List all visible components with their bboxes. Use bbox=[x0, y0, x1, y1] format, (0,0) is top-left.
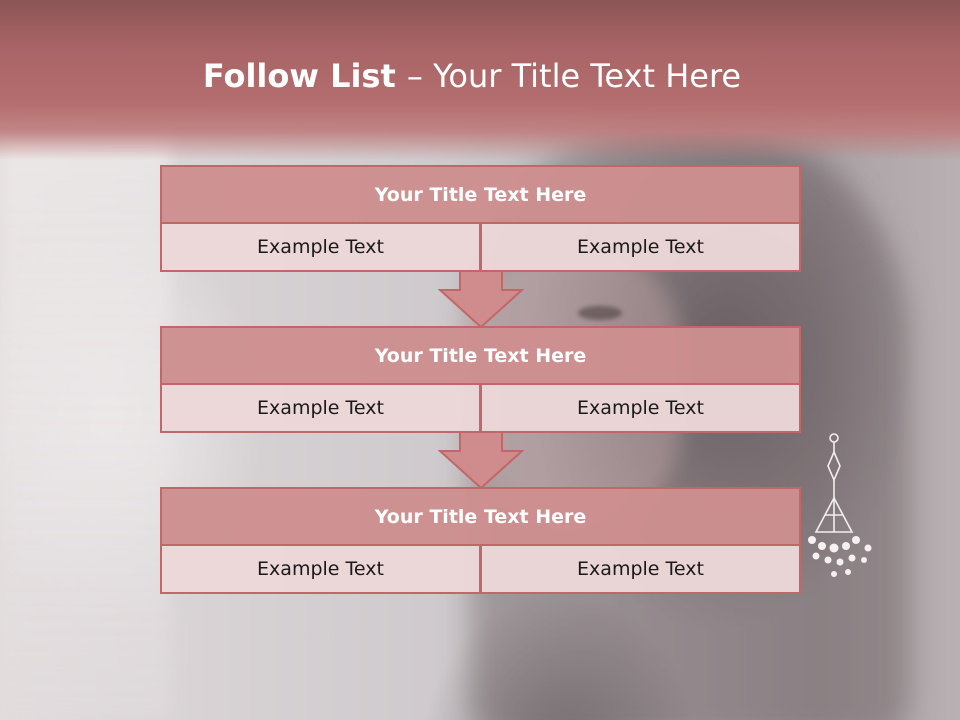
earring-icon bbox=[808, 433, 872, 577]
flow-step-3: Your Title Text Here Example Text Exampl… bbox=[160, 487, 801, 594]
step-cell-left: Example Text bbox=[160, 544, 481, 594]
slide-title-bold: Follow List bbox=[202, 57, 407, 95]
down-arrow-icon bbox=[438, 431, 524, 489]
flow-step-2: Your Title Text Here Example Text Exampl… bbox=[160, 326, 801, 433]
step-cell-left: Example Text bbox=[160, 383, 481, 433]
flow-step-1: Your Title Text Here Example Text Exampl… bbox=[160, 165, 801, 272]
step-title: Your Title Text Here bbox=[160, 487, 801, 546]
step-cell-right: Example Text bbox=[480, 544, 801, 594]
background-light-area bbox=[0, 130, 170, 720]
down-arrow-icon bbox=[438, 270, 524, 328]
step-cell-right: Example Text bbox=[480, 383, 801, 433]
background-eye bbox=[578, 306, 622, 320]
step-title: Your Title Text Here bbox=[160, 326, 801, 385]
header-band bbox=[0, 0, 960, 160]
slide-title-rest: – Your Title Text Here bbox=[406, 57, 742, 95]
slide-title: Follow List – Your Title Text Here bbox=[0, 56, 944, 96]
step-cell-left: Example Text bbox=[160, 222, 481, 272]
step-cell-right: Example Text bbox=[480, 222, 801, 272]
step-title: Your Title Text Here bbox=[160, 165, 801, 224]
